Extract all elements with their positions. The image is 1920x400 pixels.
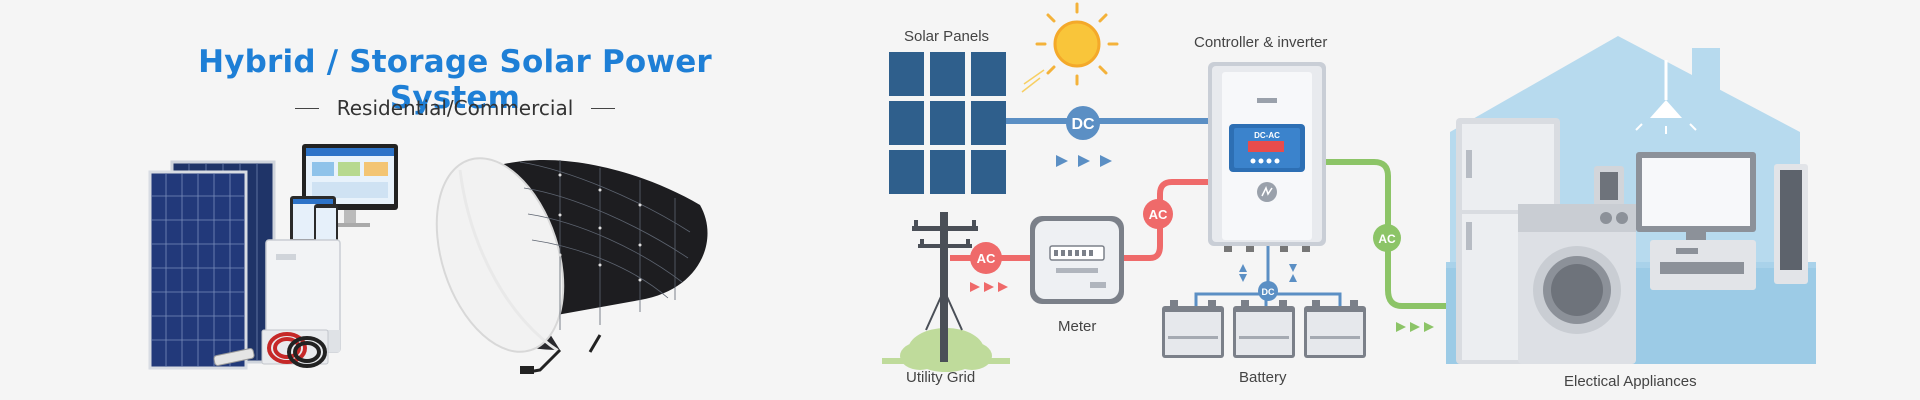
battery-label: Battery [1239, 369, 1287, 386]
phone-image [314, 204, 338, 244]
subtitle-row: Residential/Commercial [160, 96, 750, 120]
controller-inverter-label: Controller & inverter [1194, 34, 1328, 51]
ac-badge-inverter: AC [1143, 199, 1173, 229]
coffee-machine-icon [1594, 166, 1624, 206]
stereo-icon [1650, 240, 1756, 290]
appliances-label: Electical Appliances [1564, 373, 1697, 390]
battery-icon-1 [1162, 300, 1224, 358]
inverter-icon: DC-AC [1208, 62, 1326, 252]
svg-text:AC: AC [977, 251, 996, 266]
dc-flow-arrows [1056, 155, 1112, 167]
washing-machine-icon [1518, 204, 1636, 364]
solar-panel-front-image [148, 170, 248, 370]
page-subtitle: Residential/Commercial [336, 96, 574, 120]
solar-panels-label: Solar Panels [904, 28, 990, 45]
ac-flow-arrows-appliances [1396, 322, 1434, 332]
battery-icon-3 [1304, 300, 1366, 358]
monitor-image [302, 144, 398, 227]
dc-arrows-inverter-battery [1239, 264, 1297, 282]
ac-badge-appliances: AC [1373, 224, 1401, 252]
utility-grid-icon [882, 212, 1010, 372]
svg-text:AC: AC [1149, 207, 1168, 222]
tv-icon [1636, 152, 1756, 240]
dc-badge: DC [1066, 106, 1100, 140]
svg-text:DC: DC [1071, 116, 1095, 133]
svg-text:DC-AC: DC-AC [1254, 131, 1280, 140]
utility-grid-label: Utility Grid [906, 369, 976, 386]
solar-panels-icon [889, 52, 1006, 194]
speaker-icon [1774, 164, 1808, 284]
cable-coil-image [267, 332, 327, 368]
subtitle-dash-left [294, 107, 319, 109]
svg-text:AC: AC [1378, 232, 1396, 246]
ac-flow-arrows-grid [970, 282, 1008, 292]
meter-label: Meter [1058, 318, 1097, 335]
dc-badge-battery: DC [1258, 281, 1278, 301]
subtitle-dash-right [591, 107, 616, 109]
meter-icon [1030, 216, 1124, 304]
ac-badge-grid: AC [970, 242, 1002, 274]
svg-text:DC: DC [1262, 287, 1275, 297]
flexible-solar-panel-image [435, 157, 708, 374]
sun-icon [1021, 2, 1119, 93]
connector-image [213, 348, 255, 366]
page-title: Hybrid / Storage Solar Power System [198, 44, 712, 116]
battery-icon-2 [1233, 300, 1295, 358]
